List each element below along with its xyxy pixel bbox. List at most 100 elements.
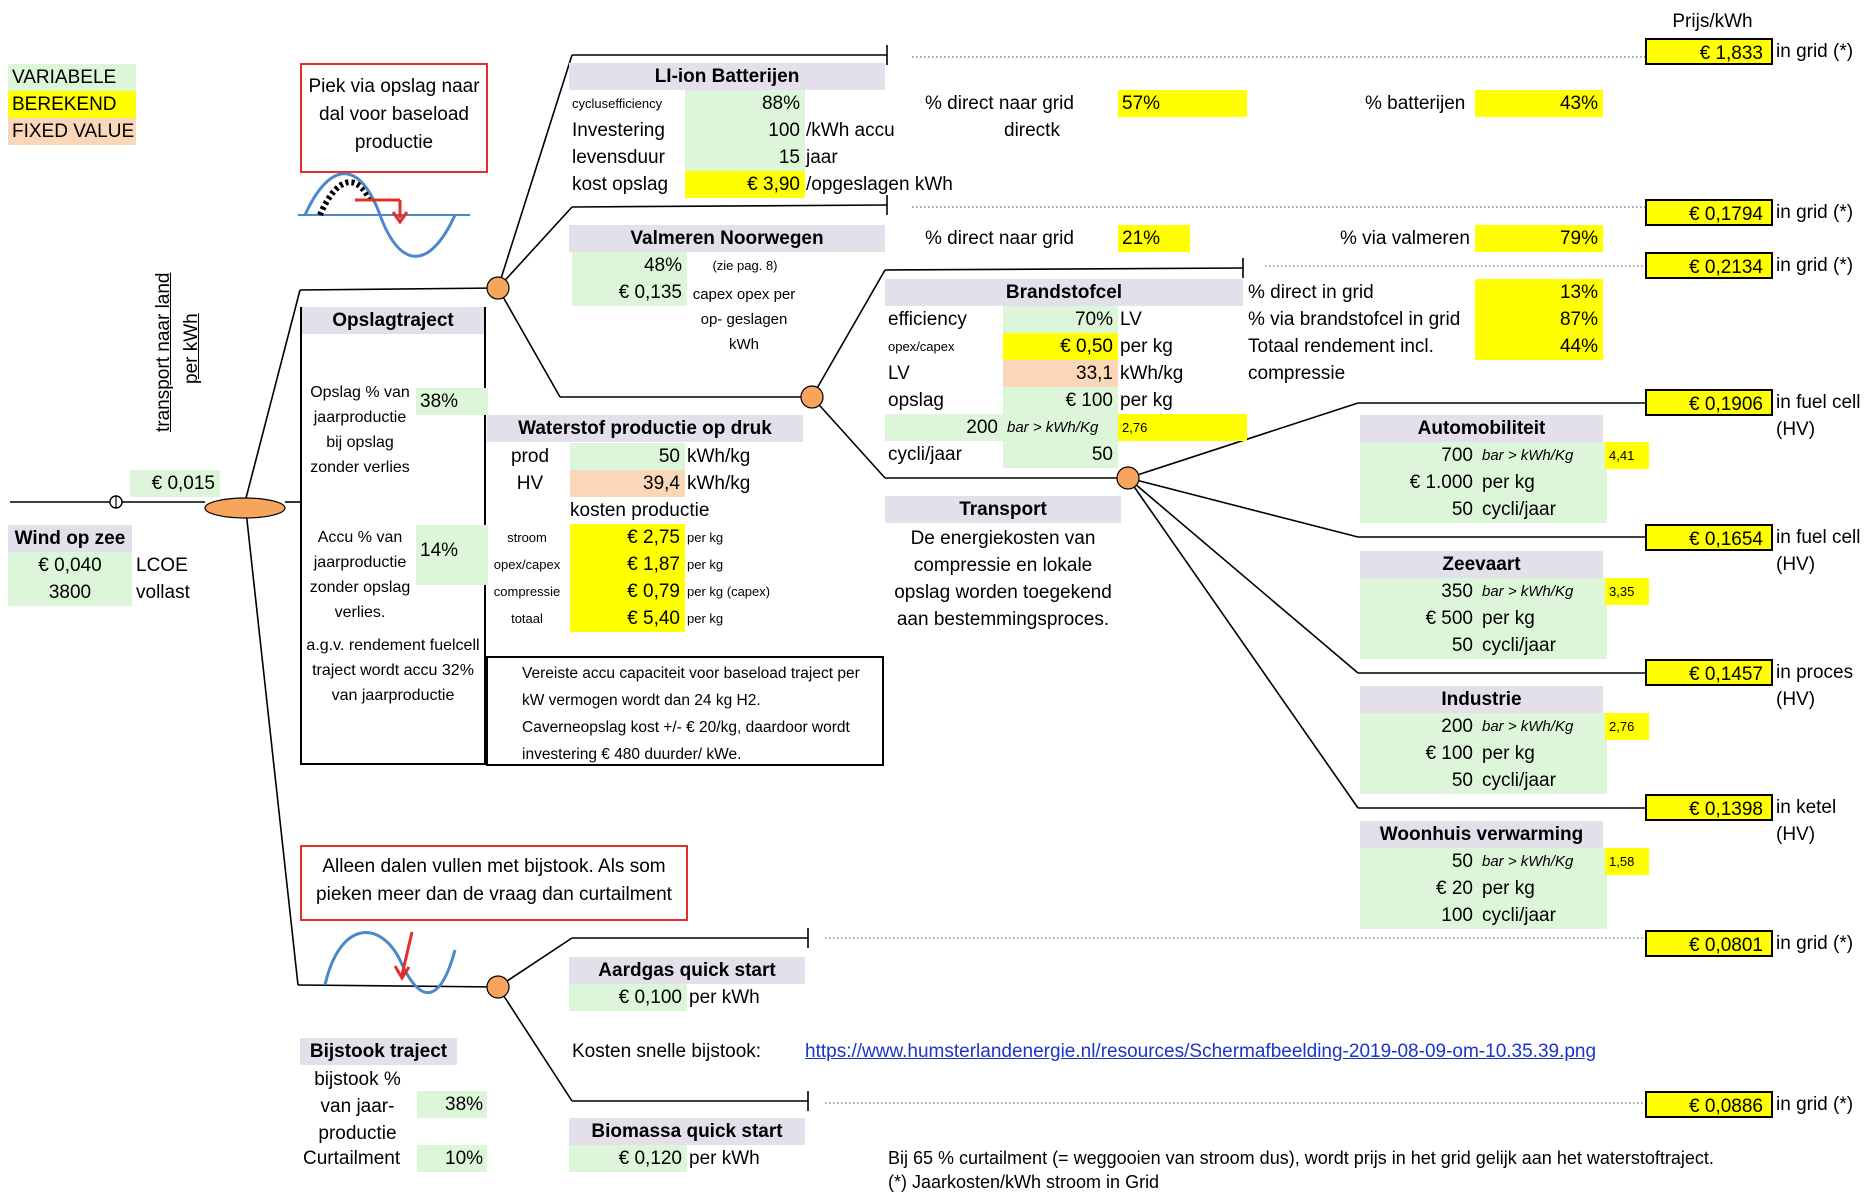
batteries-direct-label: % direct naar grid [925,93,1074,114]
fuelcell-bar-result: 2,76 [1118,414,1247,441]
woonhuis-title: Woonhuis verwarming [1360,821,1603,848]
valmeren-cost: € 0,135 [572,279,687,306]
industrie-bar-unit: bar > kWh/Kg [1478,713,1607,740]
fuelcell-lv-unit: kWh/kg [1120,363,1184,384]
automobiliteit-cost-unit: per kg [1478,469,1607,496]
batteries-row3-unit: jaar [806,147,838,168]
industrie-title: Industrie [1360,686,1603,713]
valmeren-price-1: € 0,1794 [1645,199,1773,226]
waterstof-hv-value: 39,4 [570,470,685,497]
valmeren-cost-note: capex opex per op- geslagen kWh [692,286,796,353]
batteries-direct-value: 57% [1118,90,1247,117]
link-label: Kosten snelle bijstook: [572,1041,762,1062]
batteries-row3-value: 15 [685,144,805,171]
fuelcell-lv-label: LV [888,363,910,384]
valley-fill-wave-icon [323,931,457,994]
waterstof-compressie-value: € 0,79 [570,578,685,605]
waterstof-prod-label: prod [510,446,550,467]
valmeren-price-1-note: in grid (*) [1776,202,1854,223]
fuelcell-total-label: Totaal rendement incl. compressie [1248,336,1434,384]
batteries-row4-value: € 3,90 [685,171,805,198]
industrie-cycli-unit: cycli/jaar [1478,767,1607,794]
biomassa-price-note: in grid (*) [1776,1094,1854,1115]
zeevaart-price: € 0,1654 [1645,524,1773,551]
waterstof-note: Vereiste accu capaciteit voor baseload t… [522,665,860,763]
automobiliteit-note2: (HV) [1776,419,1816,440]
price-column-header: Prijs/kWh [1672,11,1753,32]
zeevaart-title: Zeevaart [1360,551,1603,578]
source-node [204,497,286,519]
fuelcell-opslag-unit: per kg [1120,390,1173,411]
waterstof-stroom-value: € 2,75 [570,524,685,551]
bijstook-pct-value: 38% [417,1091,487,1118]
bijstook-cost-link[interactable]: https://www.humsterlandenergie.nl/resour… [805,1041,1597,1062]
valmeren-price-2: € 0,2134 [1645,252,1773,279]
opslag-note: a.g.v. rendement fuelcell traject wordt … [306,637,480,704]
aardgas-cost: € 0,100 [569,984,687,1011]
waterstof-hv-label: HV [516,473,544,494]
batteries-via-value: 43% [1475,90,1603,117]
transport-cost: € 0,015 [130,470,220,497]
waterstof-title: Waterstof productie op druk [487,415,803,442]
woonhuis-bar: 50 [1360,848,1478,875]
fuelcell-eff-label: efficiency [888,309,967,330]
valmeren-direct-label: % direct naar grid [925,228,1074,249]
waterstof-total-value: € 5,40 [570,605,685,632]
industrie-bar-result: 2,76 [1605,713,1649,740]
fuelcell-cycli-value: 50 [1003,441,1118,468]
batteries-title: LI-ion Batterijen [569,63,885,90]
valmeren-price-2-note: in grid (*) [1776,255,1854,276]
waterstof-cost-title: kosten productie [570,500,710,521]
curtailment-label: Curtailment [303,1148,401,1169]
industrie-cost: € 100 [1360,740,1478,767]
fuelcell-opex-unit: per kg [1120,336,1173,357]
woonhuis-cycli-unit: cycli/jaar [1478,902,1607,929]
waterstof-hv-unit: kWh/kg [687,473,751,494]
automobiliteit-note1: in fuel cell [1776,392,1861,413]
biomassa-price: € 0,0886 [1645,1091,1773,1118]
valmeren-title: Valmeren Noorwegen [569,225,885,252]
hydrogen-node [800,385,824,409]
opslag-pct-label: Opslag % van jaarproductie bij opslag zo… [310,384,410,476]
bijstook-title: Bijstook traject [300,1038,457,1065]
fuelcell-eff-value: 70% [1003,306,1118,333]
fuelcell-direct-value: 13% [1475,279,1603,306]
aardgas-unit: per kWh [689,987,760,1008]
batteries-directk: directk [1004,120,1060,141]
waterstof-prod-value: 50 [570,443,685,470]
fuelcell-opex-value: € 0,50 [1003,333,1118,360]
batteries-via-label: % batterijen [1365,93,1466,114]
bijstook-node [486,975,510,999]
transport-title: Transport [885,496,1121,523]
bijstook-note: Alleen dalen vullen met bijstook. Als so… [300,845,688,921]
fuelcell-total-value: 44% [1475,333,1603,360]
waterstof-stroom-unit: per kg [687,530,724,545]
wind-source-icon [109,495,123,509]
automobiliteit-title: Automobiliteit [1360,415,1603,442]
batteries-row2-value: 100 [685,117,805,144]
footer-line2: (*) Jaarkosten/kWh stroom in Grid [888,1172,1160,1192]
batteries-row4-label: kost opslag [572,174,669,195]
industrie-cycli: 50 [1360,767,1478,794]
batteries-row2-label: Investering [572,120,665,141]
fuelcell-opex-label: opex/capex [888,339,955,354]
waterstof-opex-label: opex/capex [493,557,561,572]
batteries-price-note: in grid (*) [1776,41,1854,62]
valmeren-via-value: 79% [1475,225,1603,252]
industrie-note2: (HV) [1776,689,1816,710]
batteries-row4-unit: /opgeslagen kWh [806,174,953,195]
footer-line1: Bij 65 % curtailment (= weggooien van st… [888,1148,1714,1168]
valmeren-direct-value: 21% [1118,225,1190,252]
zeevaart-cycli-unit: cycli/jaar [1478,632,1607,659]
wind-lcoe-value: € 0,040 [8,552,132,579]
wind-fullload-label: vollast [136,582,190,603]
opslag-title: Opslagtraject [302,307,484,334]
woonhuis-note1: in ketel [1776,797,1837,818]
transport-text: De energiekosten van compressie en lokal… [894,528,1112,630]
industrie-note1: in proces [1776,662,1854,683]
legend-fixed-value: FIXED VALUE [8,118,136,145]
fuelcell-via-label: % via brandstofcel in grid [1248,309,1461,330]
legend-berekend: BEREKEND [8,91,136,118]
zeevaart-cost-unit: per kg [1478,605,1607,632]
wind-lcoe-label: LCOE [136,555,188,576]
